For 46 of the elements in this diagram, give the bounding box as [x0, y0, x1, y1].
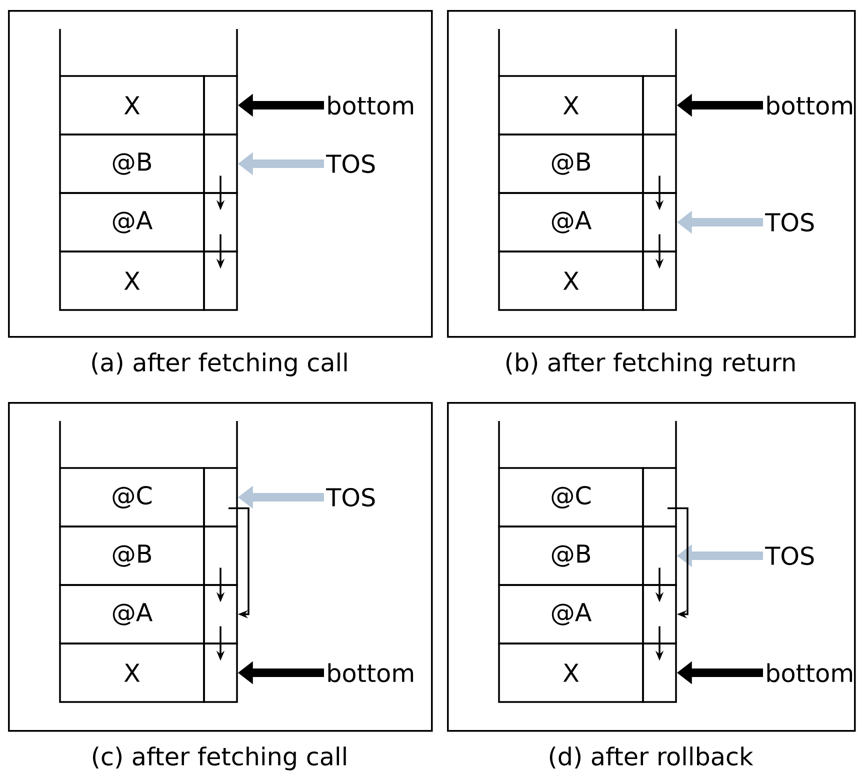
stack-cell: X	[498, 75, 644, 136]
panel-caption: (c) after fetching call	[93, 746, 346, 770]
pointer-cell	[203, 642, 238, 703]
pointer-label: bottom	[767, 663, 852, 682]
pointer-cell	[203, 192, 238, 252]
pointer-cell	[642, 250, 677, 311]
stack-cell: X	[59, 642, 205, 703]
stack-cell: @B	[498, 134, 644, 194]
stack-cell: X	[59, 75, 205, 136]
pointer-cell	[642, 642, 677, 703]
panel-caption: (b) after fetching return	[506, 352, 795, 376]
link-arrow	[228, 507, 250, 618]
pointer-cell	[642, 467, 677, 528]
pointer-label: bottom	[328, 96, 414, 115]
pointer-cell	[203, 584, 238, 644]
pointer-cell	[642, 134, 677, 194]
pointer-label: TOS	[765, 212, 814, 232]
pointer-cell	[203, 467, 238, 528]
pointer-cell	[642, 584, 677, 644]
pointer-cell	[642, 192, 677, 252]
pointer-cell	[642, 75, 677, 136]
stack-cell: X	[59, 250, 205, 311]
stack-cell: @B	[59, 134, 205, 194]
pointer-cell	[203, 526, 238, 586]
stack-cell: @B	[59, 526, 205, 586]
pointer-label: bottom	[328, 663, 414, 682]
pointer-label: TOS	[326, 488, 375, 507]
pointer-label: TOS	[765, 546, 814, 566]
pointer-cell	[203, 75, 238, 136]
stack-cell: X	[498, 250, 644, 311]
stack-cell: @C	[498, 467, 644, 528]
pointer-cell	[203, 134, 238, 194]
panel-caption: (a) after fetching call	[92, 352, 347, 376]
stack-cell: @C	[59, 467, 205, 528]
panel-caption: (d) after rollback	[550, 746, 754, 768]
stack-cell: @A	[59, 192, 205, 252]
pointer-label: TOS	[326, 154, 375, 174]
stack-cell: X	[498, 642, 644, 703]
stack-cell: @B	[498, 526, 644, 586]
pointer-cell	[642, 526, 677, 586]
pointer-label: bottom	[767, 96, 852, 115]
pointer-cell	[203, 250, 238, 311]
stack-cell: @A	[59, 584, 205, 644]
stack-cell: @A	[498, 584, 644, 644]
stack-cell: @A	[498, 192, 644, 252]
link-arrow	[668, 507, 688, 618]
